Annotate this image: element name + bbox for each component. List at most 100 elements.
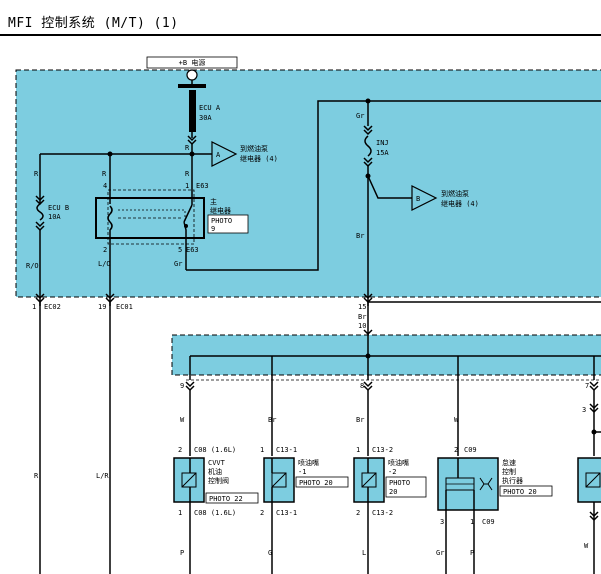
inj2-label-2: -2 [388,468,396,476]
wire-r-1: R [185,144,190,152]
connector-a-text2: 继电器 (4) [240,154,278,163]
fuse-ecu-b [36,203,44,221]
pin-ec02-num: 1 [32,303,36,311]
inj1-label-1: 喷油嘴 [298,458,319,467]
connector-b-letter: B [416,195,420,203]
wire-w-c09: W [454,416,459,424]
cvvt-photo: PHOTO 22 [209,495,243,503]
inj1-bot-conn: C13-1 [276,509,297,517]
relay-connector-top: E63 [196,182,209,190]
connector-b-text2: 继电器 (4) [441,199,479,208]
pin-ec01: EC01 [116,303,133,311]
relay-coil [107,198,113,238]
fuse-ecu-b-rating: 10A [48,213,61,221]
cvvt-label-1: CVVT [208,459,226,467]
wire-p-c09: P [470,549,474,557]
fuse-ecu-a-name: ECU A [199,104,221,112]
cvvt-bot-pin: 1 [178,509,182,517]
wire-l-o: L/O [98,260,111,268]
upper-harness-area [15,69,601,298]
relay-connector-bottom: E63 [186,246,199,254]
cvvt-top-pin: 2 [178,446,182,454]
power-label: +B 电源 [179,58,206,67]
relay-photo-box [207,214,249,234]
fuse-inj-rating: 15A [376,149,389,157]
inj1-bot-pin: 2 [260,509,264,517]
wire-g-c13-1: G [268,549,272,557]
pin-9: 9 [180,382,184,390]
wire-p-c08: P [180,549,184,557]
idle-top-pin: 2 [454,446,458,454]
idle-top-conn: C09 [464,446,477,454]
fuse-ecu-a-rating: 30A [199,114,212,122]
connector-b-arrow [411,185,438,211]
relay-pin-1: 1 [185,182,189,190]
idle-label-3: 执行器 [502,476,523,485]
cvvt-bot-conn: C08 (1.6L) [194,509,236,517]
idle-pin-1: 1 [470,518,474,526]
wire-l-r-bottom: L/R [96,472,109,480]
wire-w-right: W [584,542,589,550]
relay-pin-5: 5 [178,246,182,254]
idle-pin-3: 3 [440,518,444,526]
pin-8: 8 [360,382,364,390]
pin-3: 3 [582,406,586,414]
partial-component-right [577,457,601,503]
inj1-label-2: -1 [298,468,306,476]
relay-photo-2: 9 [211,225,215,233]
wire-l-c13-2: L [362,549,366,557]
wire-gr-top: Gr [356,112,364,120]
cvvt-label-3: 控制阀 [208,476,229,485]
lower-harness-area [171,334,601,376]
inj2-top-conn: C13-2 [372,446,393,454]
inj2-bot-conn: C13-2 [372,509,393,517]
inj2-label-1: 喷油嘴 [388,458,409,467]
idle-label-2: 控制 [502,467,516,476]
wire-br-bus: Br [358,313,366,321]
wire-w-c08: W [180,416,185,424]
page-title: MFI 控制系统 (M/T) (1) [8,16,179,31]
cvvt-label-2: 机油 [208,467,222,476]
connector-b-text1: 到燃油泵 [441,189,469,198]
power-label-box [146,56,238,69]
wire-br-inj: Br [356,232,364,240]
wire-r-2: R [34,170,39,178]
relay-pin-2: 2 [103,246,107,254]
wire-br-c13-2: Br [356,416,364,424]
inj2-photo-2: 20 [389,488,397,496]
connector-a-letter: A [216,151,221,159]
inj2-photo-1: PHOTO [389,479,410,487]
power-terminal [186,69,198,81]
fuse-ecu-b-name: ECU B [48,204,69,212]
connector-a-text1: 到燃油泵 [240,144,268,153]
pin-15: 15 [358,303,366,311]
relay-photo-1: PHOTO [211,217,232,225]
idle-photo: PHOTO 20 [503,488,537,496]
wire-r-o: R/O [26,262,39,270]
idle-bot-conn: C09 [482,518,495,526]
wire-r-bottom: R [34,472,39,480]
relay-name-2: 继电器 [210,206,231,215]
inj2-bot-pin: 2 [356,509,360,517]
title-divider [0,34,601,36]
connector-a-arrow [211,141,238,167]
fuse-inj-name: INJ [376,139,389,147]
pin-ec01-num: 19 [98,303,106,311]
inj1-photo: PHOTO 20 [299,479,333,487]
pin-7: 7 [585,382,589,390]
relay-name-1: 主 [210,197,217,206]
actuator-icon [479,477,493,491]
inj1-top-conn: C13-1 [276,446,297,454]
idle-label-1: 怠速 [502,458,516,467]
cvvt-top-conn: C08 (1.6L) [194,446,236,454]
fuse-ecu-a [189,90,196,132]
inj2-top-pin: 1 [356,446,360,454]
wire-r-4: R [185,170,190,178]
pin-ec02: EC02 [44,303,61,311]
pin-10: 10 [358,322,366,330]
fuse-inj [364,135,372,157]
relay-pin-4: 4 [103,182,107,190]
wire-br-c13-1: Br [268,416,276,424]
wire-gr-relay: Gr [174,260,182,268]
wire-r-3: R [102,170,107,178]
